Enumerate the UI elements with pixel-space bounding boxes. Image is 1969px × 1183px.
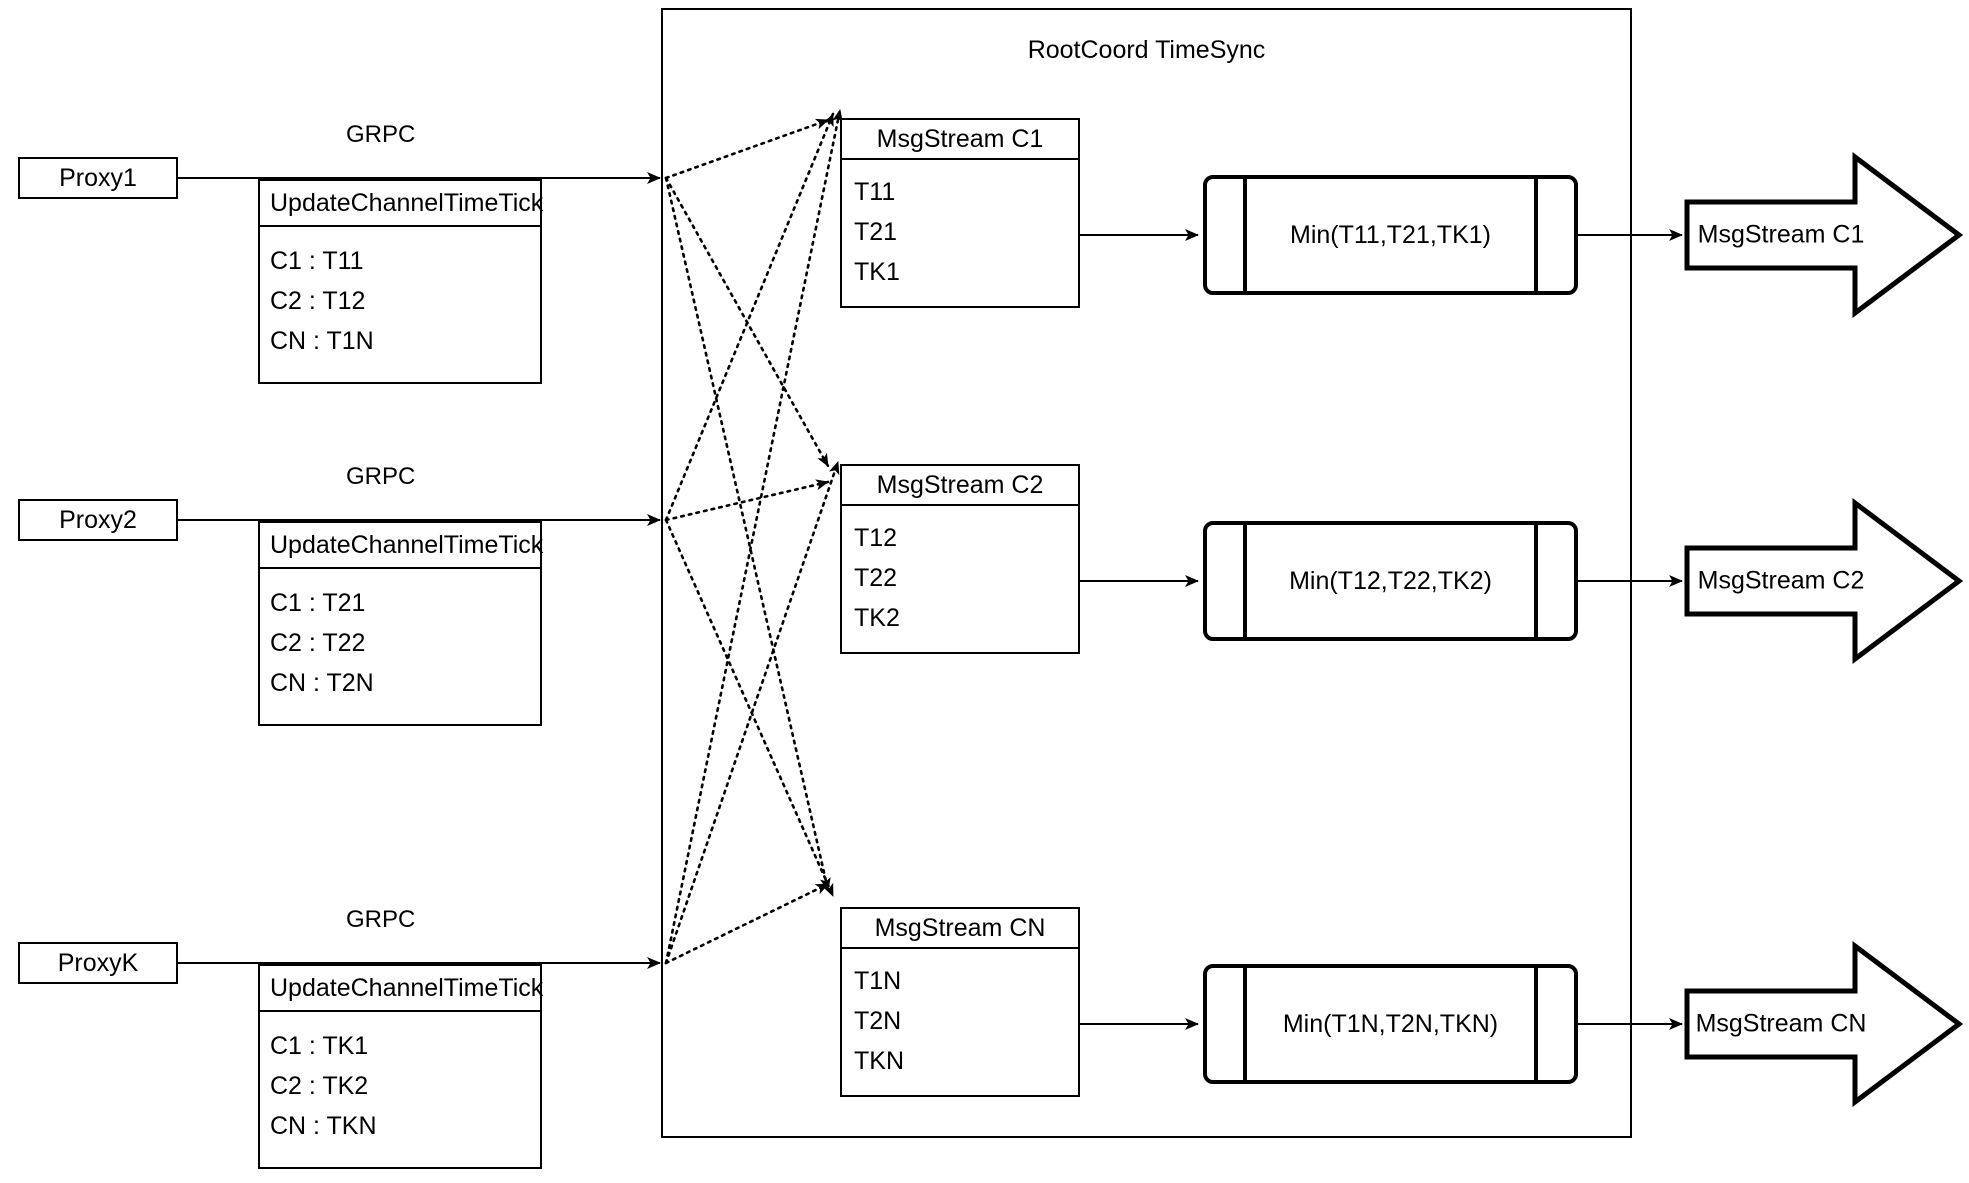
msgstream-title: MsgStream C2: [842, 466, 1078, 506]
msgstream-tick: T11: [854, 178, 896, 206]
msgstream-table-2: MsgStream C2 T12 T22 TK2: [840, 464, 1080, 654]
msgstream-tick: T2N: [854, 1007, 902, 1035]
output-arrow-2: MsgStream C2: [1687, 503, 1959, 659]
output-arrow-1: MsgStream C1: [1687, 157, 1959, 313]
output-label: MsgStream CN: [1695, 1009, 1867, 1038]
uct-row: C1 : T11: [270, 247, 364, 275]
msgstream-tick-list: T12 T22 TK2: [842, 506, 1078, 638]
proxy-label: Proxy1: [59, 163, 137, 192]
msgstream-title: MsgStream C1: [842, 120, 1078, 160]
proxy-box-1[interactable]: Proxy1: [18, 157, 178, 199]
update-channel-timetick-box-2: UpdateChannelTimeTick C1 : T21 C2 : T22 …: [258, 521, 543, 726]
uct-row-list: C1 : T11 C2 : T12 CN : T1N: [260, 227, 540, 361]
process-divider-left: [1243, 964, 1247, 1084]
proxy-label: ProxyK: [57, 948, 139, 977]
uct-row: C2 : T12: [270, 287, 366, 315]
uct-header: UpdateChannelTimeTick: [260, 181, 543, 227]
msgstream-tick: T12: [854, 524, 898, 552]
uct-row: C2 : T22: [270, 629, 366, 657]
output-arrow-n: MsgStream CN: [1687, 946, 1959, 1102]
uct-row: C1 : T21: [270, 589, 366, 617]
output-label: MsgStream C2: [1697, 566, 1865, 595]
min-label: Min(T12,T22,TK2): [1289, 566, 1492, 595]
process-divider-right: [1534, 964, 1538, 1084]
msgstream-tick: TK2: [854, 604, 900, 632]
msgstream-tick-list: T11 T21 TK1: [842, 160, 1078, 292]
grpc-label-2: GRPC: [346, 463, 416, 490]
uct-header: UpdateChannelTimeTick: [260, 966, 543, 1012]
msgstream-table-1: MsgStream C1 T11 T21 TK1: [840, 118, 1080, 308]
process-divider-left: [1243, 521, 1247, 641]
grpc-label-k: GRPC: [346, 906, 416, 933]
update-channel-timetick-box-k: UpdateChannelTimeTick C1 : TK1 C2 : TK2 …: [258, 964, 543, 1169]
process-divider-right: [1534, 175, 1538, 295]
output-label: MsgStream C1: [1697, 220, 1865, 249]
uct-header: UpdateChannelTimeTick: [260, 523, 543, 569]
min-process-2: Min(T12,T22,TK2): [1203, 521, 1578, 641]
uct-row: C1 : TK1: [270, 1032, 369, 1060]
proxy-box-k[interactable]: ProxyK: [18, 942, 178, 984]
msgstream-tick-list: T1N T2N TKN: [842, 949, 1078, 1081]
grpc-label-1: GRPC: [346, 121, 416, 148]
uct-row: CN : T1N: [270, 327, 374, 355]
uct-row: CN : TKN: [270, 1112, 377, 1140]
msgstream-tick: T22: [854, 564, 898, 592]
process-divider-left: [1243, 175, 1247, 295]
rootcoord-timesync-container: RootCoord TimeSync: [661, 8, 1632, 1138]
uct-row: CN : T2N: [270, 669, 374, 697]
msgstream-tick: TKN: [854, 1047, 904, 1075]
proxy-label: Proxy2: [59, 505, 137, 534]
container-title: RootCoord TimeSync: [1027, 36, 1266, 64]
uct-row: C2 : TK2: [270, 1072, 369, 1100]
proxy-box-2[interactable]: Proxy2: [18, 499, 178, 541]
min-label: Min(T11,T21,TK1): [1290, 220, 1491, 249]
msgstream-tick: T1N: [854, 967, 902, 995]
min-label: Min(T1N,T2N,TKN): [1282, 1009, 1499, 1038]
msgstream-tick: TK1: [854, 258, 900, 286]
msgstream-tick: T21: [854, 218, 898, 246]
msgstream-table-n: MsgStream CN T1N T2N TKN: [840, 907, 1080, 1097]
uct-row-list: C1 : T21 C2 : T22 CN : T2N: [260, 569, 540, 703]
process-divider-right: [1534, 521, 1538, 641]
uct-row-list: C1 : TK1 C2 : TK2 CN : TKN: [260, 1012, 540, 1146]
update-channel-timetick-box-1: UpdateChannelTimeTick C1 : T11 C2 : T12 …: [258, 179, 543, 384]
msgstream-title: MsgStream CN: [842, 909, 1078, 949]
min-process-n: Min(T1N,T2N,TKN): [1203, 964, 1578, 1084]
min-process-1: Min(T11,T21,TK1): [1203, 175, 1578, 295]
